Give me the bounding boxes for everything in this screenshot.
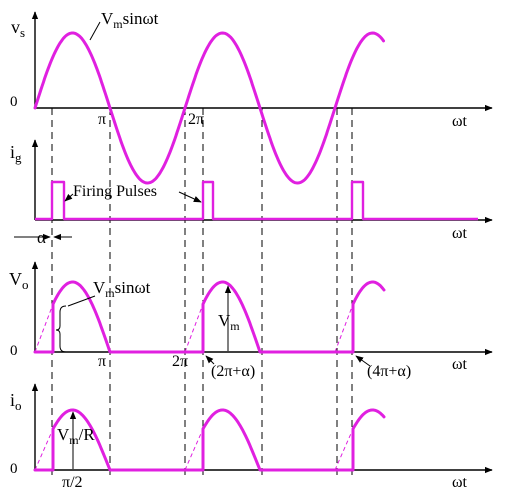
- firing-pulse-pointer-2: [178, 191, 202, 203]
- panel-gate: ig ωt Firing Pulses α: [10, 139, 493, 247]
- panel-output-current: io 0 ωt π/2 Vm/R: [10, 383, 493, 491]
- vo-peak-label: Vm: [218, 311, 240, 333]
- supply-y-label: vs: [11, 17, 25, 40]
- supply-tick-pi: π: [98, 111, 106, 128]
- io-zero-label: 0: [10, 461, 18, 477]
- vo-tick-2pi: 2π: [172, 353, 188, 370]
- panel-supply: vs 0 ωt π 2π Vmsinωt: [10, 9, 493, 185]
- vo-curve-pointer: [67, 295, 96, 307]
- vo-tick-2pi-alpha: (2π+α): [211, 363, 255, 380]
- vo-2pi-alpha-pointer: [205, 355, 215, 365]
- supply-curve-pointer: [89, 21, 101, 41]
- supply-sine-wave: [33, 31, 385, 185]
- io-unfired-portion: [34, 428, 354, 471]
- io-output-wave: [33, 408, 386, 472]
- io-x-label: ωt: [452, 474, 468, 491]
- vo-zero-label: 0: [10, 343, 18, 359]
- vo-x-label: ωt: [452, 356, 468, 373]
- supply-zero-label: 0: [10, 94, 18, 110]
- supply-curve-label: Vmsinωt: [101, 9, 159, 31]
- vo-instant-brace: [55, 305, 67, 353]
- firing-pulses-label: Firing Pulses: [73, 183, 157, 200]
- guide-lines: [51, 108, 353, 475]
- alpha-label: α: [37, 228, 46, 247]
- vo-4pi-alpha-pointer: [355, 355, 371, 367]
- firing-pulse-pointer-1: [64, 193, 74, 202]
- vo-y-label: Vo: [9, 269, 29, 292]
- vo-tick-4pi-alpha: (4π+α): [367, 363, 411, 380]
- vo-unfired-portion: [34, 303, 354, 353]
- gate-y-label: ig: [10, 142, 22, 165]
- gate-x-label: ωt: [452, 225, 468, 242]
- panel-output-voltage: Vo 0 ωt π 2π (2π+α) (4π+α) Vmsinωt Vm: [9, 261, 493, 380]
- vo-curve-label: Vmsinωt: [93, 278, 151, 300]
- gate-pulse-train: [35, 180, 478, 221]
- supply-tick-2pi: 2π: [188, 111, 204, 128]
- supply-x-label: ωt: [452, 113, 468, 130]
- io-y-label: io: [10, 390, 22, 413]
- vo-tick-pi: π: [98, 353, 106, 370]
- io-peak-label: Vm/R: [57, 425, 95, 447]
- io-tick-pi-2: π/2: [62, 474, 83, 491]
- vo-output-wave: [33, 280, 386, 354]
